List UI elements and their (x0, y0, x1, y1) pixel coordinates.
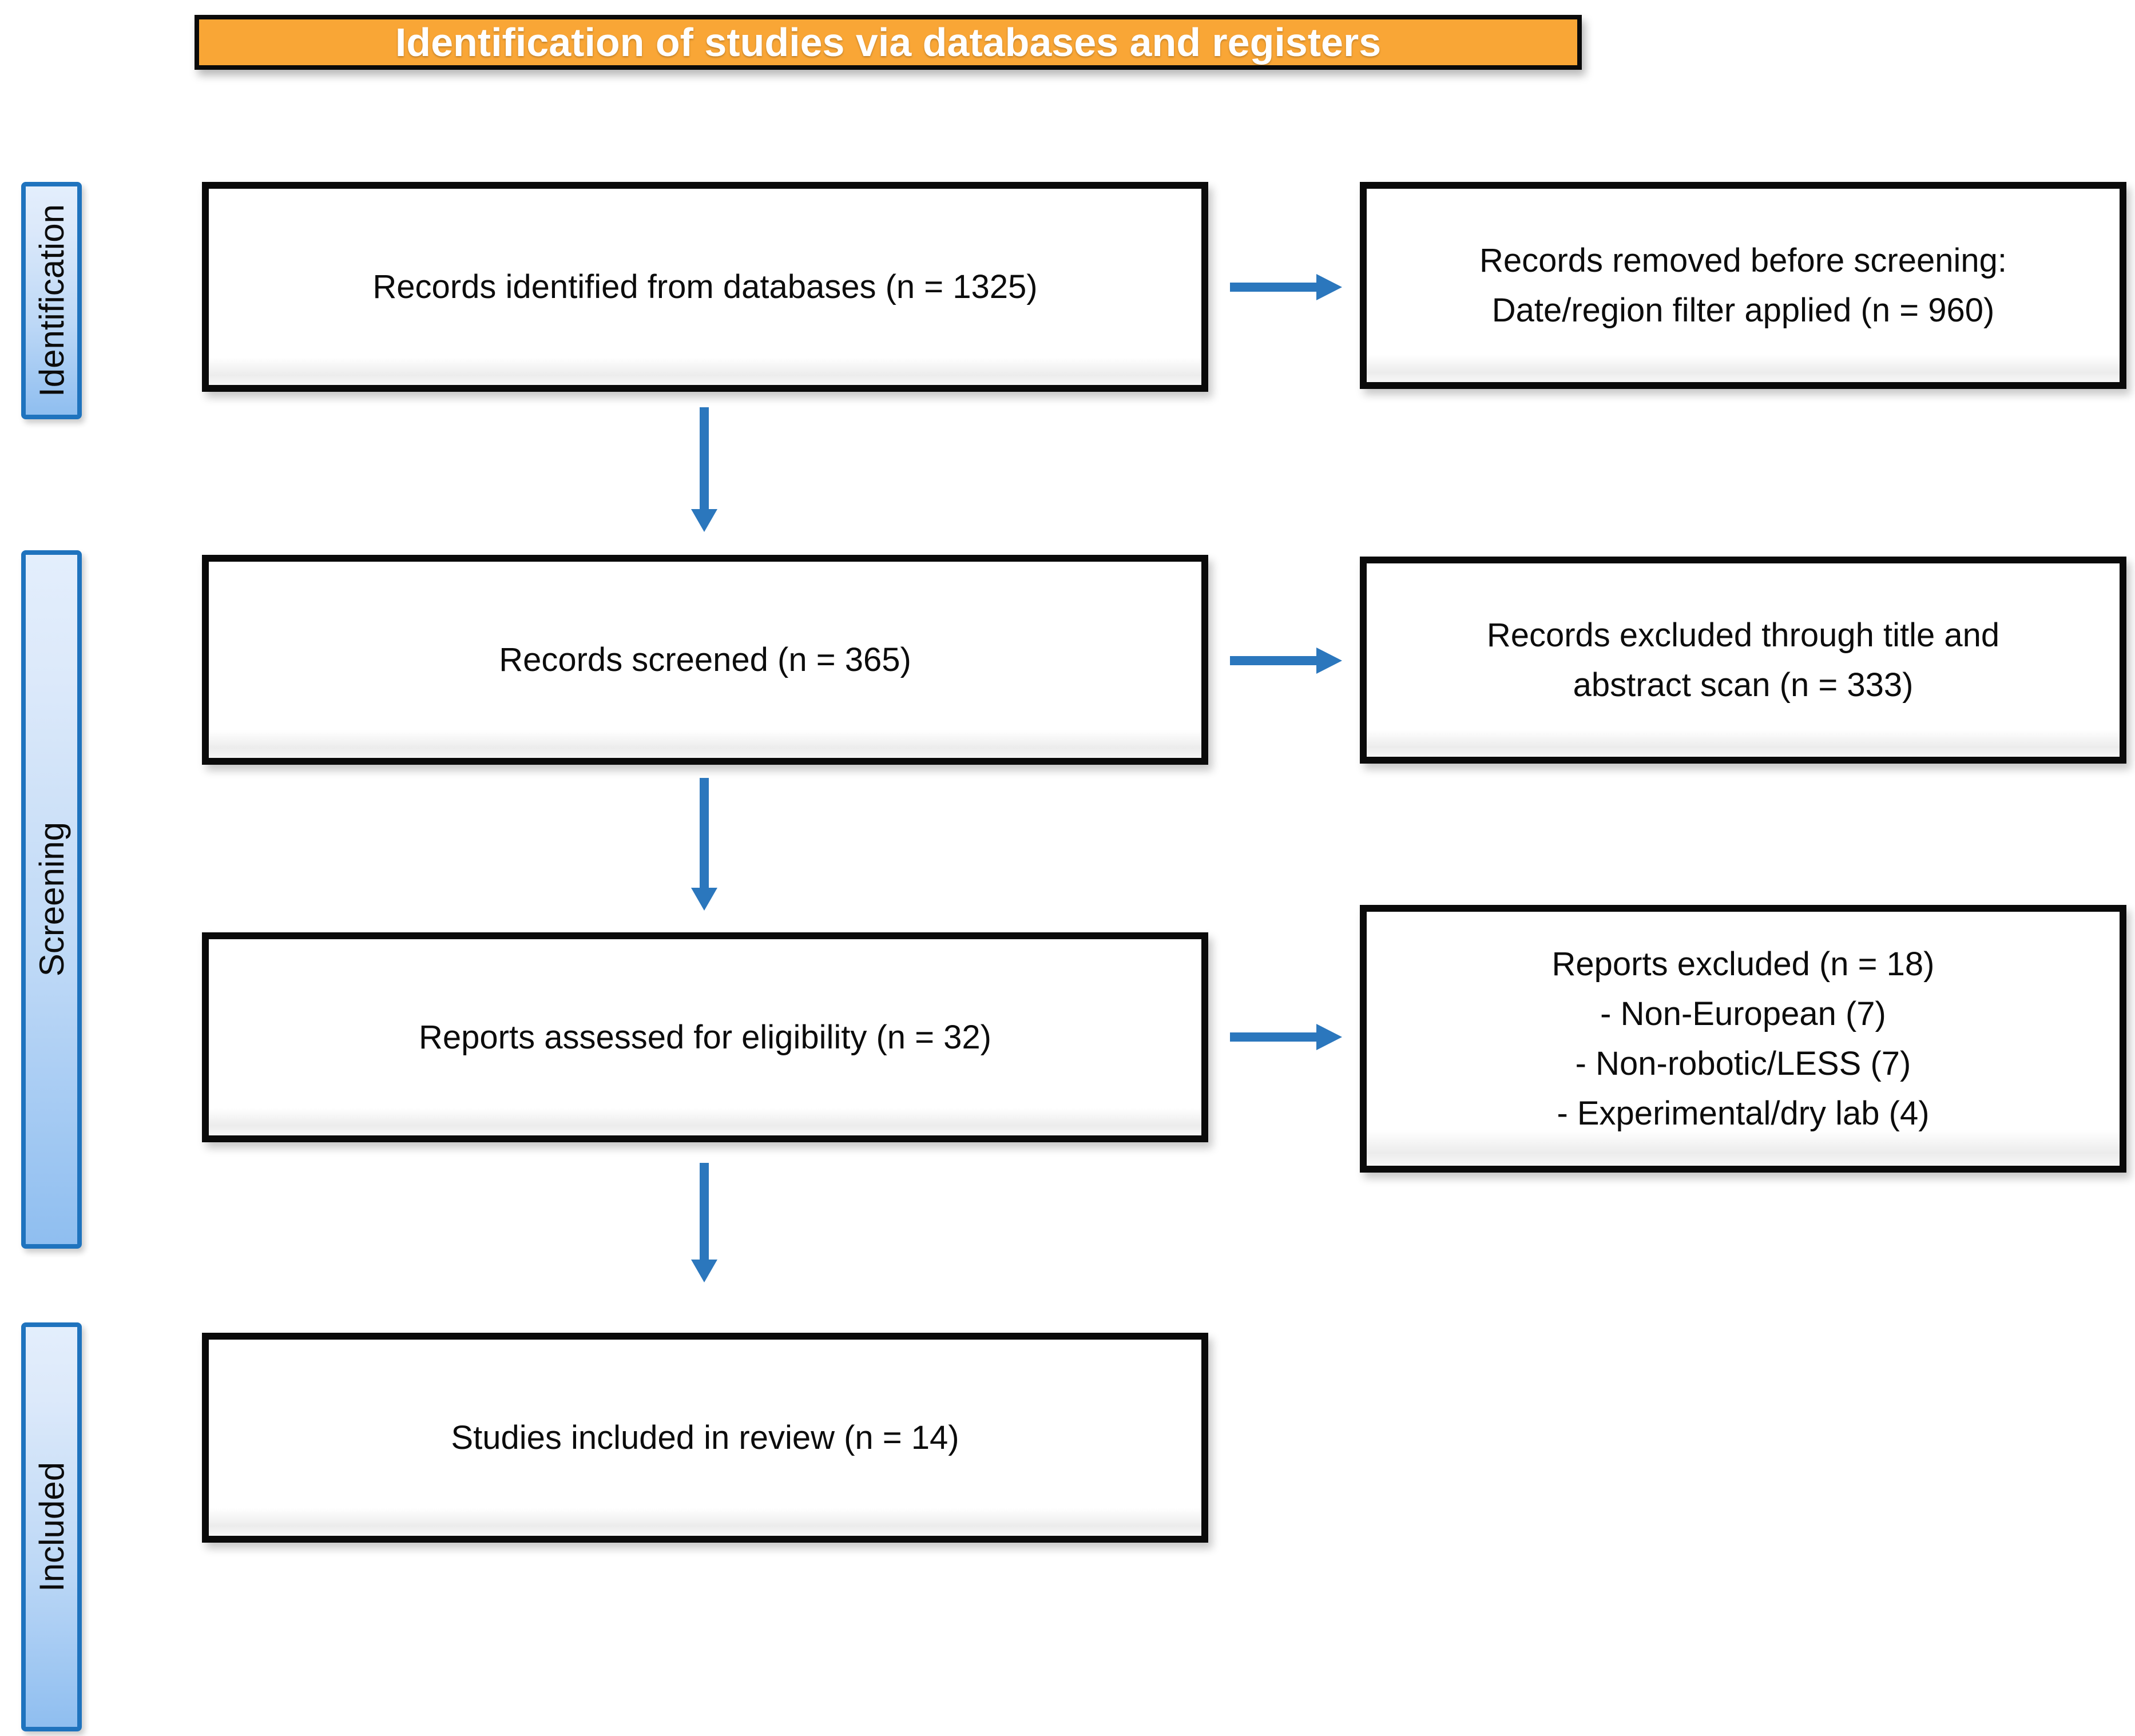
diagram-title: Identification of studies via databases … (395, 20, 1382, 65)
box-records-identified-label: Records identified from databases (n = 1… (372, 268, 1038, 305)
box-records-screened-label: Records screened (n = 365) (499, 641, 911, 678)
box-records-identified: Records identified from databases (n = 1… (202, 182, 1208, 392)
down-arrow-icon-1 (691, 407, 717, 532)
records-removed-line-1: Records removed before screening: (1479, 242, 2007, 279)
records-excluded-line-1: Records excluded through title and (1486, 617, 2000, 654)
arrow-shaft (1230, 283, 1316, 292)
right-arrow-icon-1 (1230, 274, 1342, 300)
arrow-shaft (1230, 1032, 1316, 1042)
reports-excluded-reason-3: - Experimental/dry lab (4) (1557, 1095, 1930, 1132)
stage-label-identification: Identification (32, 204, 71, 397)
arrow-shaft (700, 1163, 709, 1260)
stage-label-included: Included (32, 1462, 71, 1592)
arrow-shaft (1230, 656, 1316, 665)
reports-excluded-reason-1: - Non-European (7) (1600, 995, 1886, 1032)
arrow-head (1316, 274, 1342, 300)
box-studies-included-label: Studies included in review (n = 14) (451, 1419, 959, 1456)
box-reports-assessed: Reports assessed for eligibility (n = 32… (202, 932, 1208, 1142)
down-arrow-icon-3 (691, 1163, 717, 1282)
reports-excluded-reason-2: - Non-robotic/LESS (7) (1575, 1045, 1911, 1082)
box-records-screened: Records screened (n = 365) (202, 555, 1208, 765)
diagram-header-banner: Identification of studies via databases … (195, 15, 1582, 70)
box-records-excluded-title-abstract: Records excluded through title and abstr… (1360, 557, 2126, 764)
records-excluded-line-2: abstract scan (n = 333) (1573, 666, 1914, 704)
box-reports-assessed-label: Reports assessed for eligibility (n = 32… (419, 1019, 991, 1056)
arrow-shaft (700, 407, 709, 509)
stage-bar-screening: Screening (21, 550, 82, 1249)
box-records-removed-before-screening: Records removed before screening: Date/r… (1360, 182, 2126, 389)
stage-label-screening: Screening (32, 822, 71, 977)
arrow-head (1316, 647, 1342, 674)
arrow-shaft (700, 778, 709, 888)
down-arrow-icon-2 (691, 778, 717, 911)
arrow-head (691, 1260, 717, 1282)
right-arrow-icon-3 (1230, 1024, 1342, 1050)
reports-excluded-heading: Reports excluded (n = 18) (1551, 946, 1935, 983)
arrow-head (691, 888, 717, 911)
stage-bar-identification: Identification (21, 182, 82, 419)
box-reports-excluded: Reports excluded (n = 18) - Non-European… (1360, 905, 2126, 1173)
right-arrow-icon-2 (1230, 647, 1342, 674)
arrow-head (691, 509, 717, 532)
box-studies-included: Studies included in review (n = 14) (202, 1333, 1208, 1543)
stage-bar-included: Included (21, 1322, 82, 1731)
records-removed-line-2: Date/region filter applied (n = 960) (1491, 292, 1995, 329)
arrow-head (1316, 1024, 1342, 1050)
